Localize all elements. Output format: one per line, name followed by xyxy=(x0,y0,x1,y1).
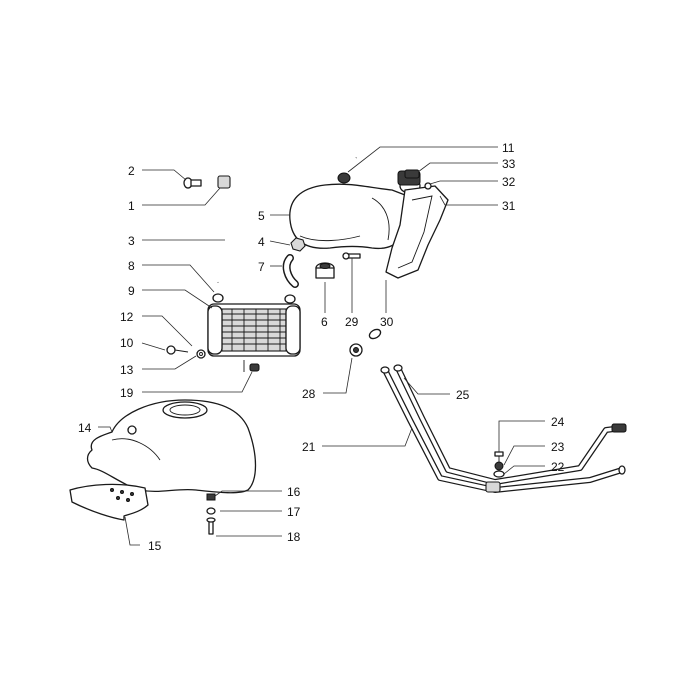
callout-28: 28 xyxy=(302,387,316,401)
part-28-grommet xyxy=(349,328,382,357)
callout-1: 1 xyxy=(128,199,135,213)
part-1-clip-nut xyxy=(217,175,231,189)
callout-22: 22 xyxy=(551,460,565,474)
callout-15: 15 xyxy=(148,539,162,553)
callout-labels: 2 1 3 8 9 12 10 13 19 5 4 7 6 29 30 11 3… xyxy=(78,141,565,553)
part-18-screw xyxy=(206,517,216,535)
callout-16: 16 xyxy=(287,485,301,499)
part-4-nut xyxy=(290,237,306,252)
callout-14: 14 xyxy=(78,421,92,435)
part-32-washer xyxy=(424,182,432,190)
callout-21: 21 xyxy=(302,440,316,454)
part-10-screw xyxy=(166,345,189,355)
part-2-screw xyxy=(183,177,202,189)
callout-17: 17 xyxy=(287,505,301,519)
callout-23: 23 xyxy=(551,440,565,454)
callout-8: 8 xyxy=(128,259,135,273)
callout-32: 32 xyxy=(502,175,516,189)
part-25-21-pipes xyxy=(380,364,627,493)
part-17-washer xyxy=(206,507,216,515)
callout-24: 24 xyxy=(551,415,565,429)
callout-4: 4 xyxy=(258,235,265,249)
part-31-bracket xyxy=(385,185,449,279)
part-9-radiator xyxy=(207,303,301,357)
part-16-clip xyxy=(206,493,216,501)
callout-11: 11 xyxy=(502,141,515,155)
part-11-cap xyxy=(337,172,351,184)
callout-33: 33 xyxy=(502,157,516,171)
part-13-washer xyxy=(196,349,206,359)
callout-5: 5 xyxy=(258,209,265,223)
callout-6: 6 xyxy=(321,315,328,329)
callout-18: 18 xyxy=(287,530,301,544)
callout-12: 12 xyxy=(120,310,134,324)
part-22-nut xyxy=(493,470,505,478)
part-15-plate xyxy=(69,483,149,521)
callout-31: 31 xyxy=(502,199,516,213)
leader-lines xyxy=(98,146,545,546)
callout-13: 13 xyxy=(120,363,134,377)
callout-7: 7 xyxy=(258,260,265,274)
callout-29: 29 xyxy=(345,315,359,329)
part-24-screw xyxy=(494,451,504,462)
part-7-short-hose xyxy=(282,254,299,288)
callout-30: 30 xyxy=(380,315,394,329)
callout-25: 25 xyxy=(456,388,470,402)
part-6-grommet xyxy=(315,262,335,279)
callout-2: 2 xyxy=(128,164,135,178)
callout-10: 10 xyxy=(120,336,134,350)
part-33-clamp xyxy=(404,169,420,179)
callout-19: 19 xyxy=(120,386,134,400)
part-14-cover xyxy=(86,399,257,494)
callout-3: 3 xyxy=(128,234,135,248)
part-29-bolt xyxy=(342,252,361,260)
part-8-caps xyxy=(212,293,296,304)
part-23-washer xyxy=(494,461,504,471)
part-19-bolt xyxy=(243,360,260,372)
callout-9: 9 xyxy=(128,284,135,298)
